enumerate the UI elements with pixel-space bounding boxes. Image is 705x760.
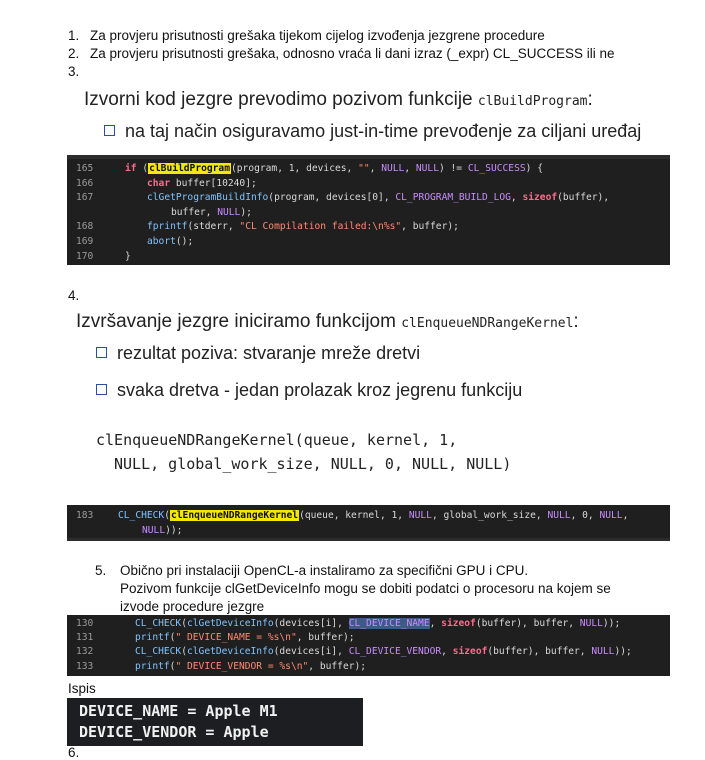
code-text: printf(" DEVICE_NAME = %s\n", buffer);	[135, 632, 355, 644]
code-text: CL_CHECK(clGetDeviceInfo(devices[i], CL_…	[135, 618, 621, 629]
code-text: clGetProgramBuildInfo(program, devices[0…	[147, 192, 610, 204]
code-line: 131 printf(" DEVICE_NAME = %s\n", buffer…	[67, 631, 670, 645]
code-block-enqueue: 183 CL_CHECK(clEnqueueNDRangeKernel(queu…	[67, 505, 670, 541]
line-number: 132	[76, 646, 94, 658]
line-number: 183	[76, 510, 94, 521]
code-cutoff-line	[67, 155, 670, 159]
code-text: if (clBuildProgram(program, 1, devices, …	[125, 163, 543, 174]
output-line-1: DEVICE_NAME = Apple M1	[79, 702, 278, 720]
line-number: 170	[76, 250, 94, 262]
slide3-heading-text: Izvorni kod jezgre prevodimo pozivom fun…	[84, 89, 473, 110]
code-line: 168 fprintf(stderr, "CL Compilation fail…	[67, 220, 670, 235]
code-lines: 183 CL_CHECK(clEnqueueNDRangeKernel(queu…	[67, 509, 670, 538]
line-number: 168	[76, 221, 94, 233]
code-cutoff-line	[67, 538, 670, 541]
line-number: 130	[76, 618, 94, 629]
slide4-bullet-2: svaka dretva - jedan prolazak kroz jegre…	[96, 380, 522, 401]
slide3-bullet-text: na taj način osiguravamo just-in-time pr…	[125, 121, 642, 141]
output-label: Ispis	[68, 681, 96, 696]
code-line: 170 }	[67, 250, 670, 265]
list-number-2: 2.	[68, 46, 80, 61]
output-line-2: DEVICE_VENDOR = Apple	[79, 723, 269, 741]
line-number: 166	[76, 177, 94, 189]
square-bullet-icon	[96, 383, 107, 395]
list-number-3: 3.	[68, 64, 80, 79]
code-line: 183 CL_CHECK(clEnqueueNDRangeKernel(queu…	[67, 509, 670, 524]
line-number: 131	[76, 632, 94, 644]
list-number-4: 4.	[68, 288, 80, 303]
line-number: 165	[76, 163, 94, 174]
slide4-heading-code: clEnqueueNDRangeKernel	[401, 316, 574, 331]
code-line: buffer, NULL);	[67, 206, 670, 221]
code-text: CL_CHECK(clEnqueueNDRangeKernel(queue, k…	[118, 510, 629, 521]
slide3-heading-code: clBuildProgram	[477, 94, 588, 109]
slide4-bullet-1-text: rezultat poziva: stvaranje mreže dretvi	[117, 343, 421, 363]
slide4-heading-end: :	[573, 311, 579, 332]
code-block-device-info: 130 CL_CHECK(clGetDeviceInfo(devices[i],…	[67, 615, 670, 676]
terminal-output: DEVICE_NAME = Apple M1 DEVICE_VENDOR = A…	[67, 698, 363, 746]
slide4-code-line-2: NULL, global_work_size, NULL, 0, NULL, N…	[114, 455, 512, 473]
code-block-build-program: 165 if (clBuildProgram(program, 1, devic…	[67, 155, 670, 265]
code-line: 166 char buffer[10240];	[67, 177, 670, 192]
slide3-heading-end: :	[587, 89, 593, 110]
list-item-5-line-3: izvode procedure jezgre	[120, 599, 265, 614]
line-number: 133	[76, 660, 94, 672]
list-item-1: Za provjeru prisutnosti grešaka tijekom …	[90, 28, 545, 43]
code-line: 133 printf(" DEVICE_VENDOR = %s\n", buff…	[67, 660, 670, 674]
code-line: 132 CL_CHECK(clGetDeviceInfo(devices[i],…	[67, 645, 670, 659]
code-text: CL_CHECK(clGetDeviceInfo(devices[i], CL_…	[135, 646, 632, 658]
code-text: }	[125, 250, 131, 262]
code-line: 167 clGetProgramBuildInfo(program, devic…	[67, 191, 670, 206]
list-item-5-line-1: Obično pri instalaciji OpenCL-a instalir…	[120, 563, 529, 578]
slide3-bullet: na taj način osiguravamo just-in-time pr…	[104, 121, 641, 142]
line-number: 167	[76, 192, 94, 204]
slide4-heading: Izvršavanje jezgre iniciramo funkcijom c…	[76, 311, 579, 333]
code-text: buffer, NULL);	[171, 206, 252, 218]
code-text: NULL));	[142, 524, 183, 536]
list-item-2: Za provjeru prisutnosti grešaka, odnosno…	[90, 46, 615, 61]
list-number-6: 6.	[68, 745, 80, 760]
code-line: 165 if (clBuildProgram(program, 1, devic…	[67, 162, 670, 177]
code-text: fprintf(stderr, "CL Compilation failed:\…	[147, 221, 459, 233]
code-line: NULL));	[67, 524, 670, 539]
list-number-5: 5.	[95, 563, 107, 578]
square-bullet-icon	[104, 124, 115, 136]
code-line: 169 abort();	[67, 235, 670, 250]
line-number: 169	[76, 235, 94, 247]
code-text: abort();	[147, 235, 194, 247]
code-text: char buffer[10240];	[147, 177, 257, 189]
slide4-bullet-1: rezultat poziva: stvaranje mreže dretvi	[96, 343, 420, 364]
code-lines: 165 if (clBuildProgram(program, 1, devic…	[67, 162, 670, 264]
slide4-code-line-1: clEnqueueNDRangeKernel(queue, kernel, 1,	[96, 431, 458, 449]
slide4-bullet-2-text: svaka dretva - jedan prolazak kroz jegre…	[117, 380, 523, 400]
code-text: printf(" DEVICE_VENDOR = %s\n", buffer);	[135, 660, 367, 672]
slide3-heading: Izvorni kod jezgre prevodimo pozivom fun…	[84, 89, 593, 111]
list-number-1: 1.	[68, 28, 80, 43]
slide4-heading-text: Izvršavanje jezgre iniciramo funkcijom	[76, 311, 396, 332]
square-bullet-icon	[96, 346, 107, 358]
list-item-5-line-2: Pozivom funkcije clGetDeviceInfo mogu se…	[120, 581, 611, 596]
code-lines: 130 CL_CHECK(clGetDeviceInfo(devices[i],…	[67, 617, 670, 674]
code-line: 130 CL_CHECK(clGetDeviceInfo(devices[i],…	[67, 617, 670, 631]
